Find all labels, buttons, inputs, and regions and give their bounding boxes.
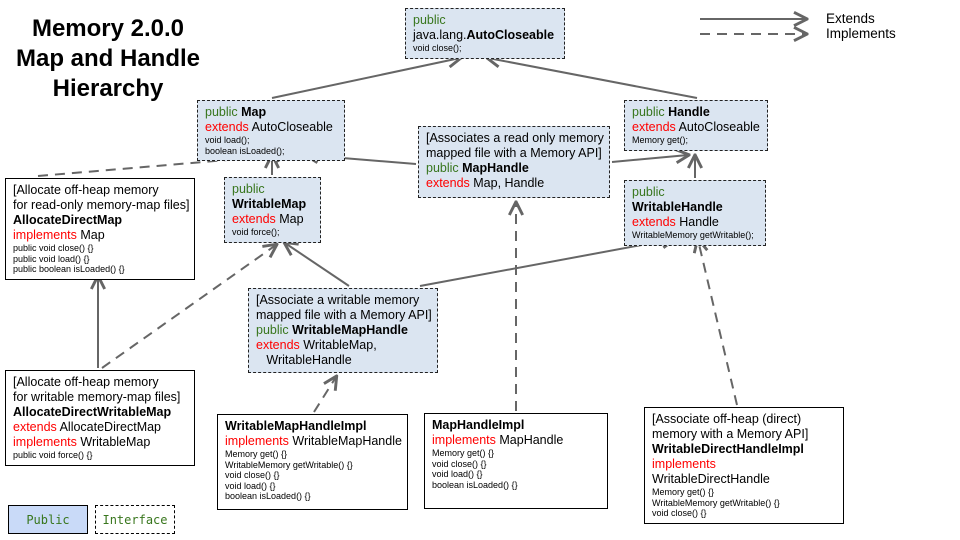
node-line: public WritableMapHandle — [256, 323, 408, 337]
arrow-writablemaphandle-extends-writablehandle — [419, 239, 674, 287]
node-line: [Associate a writable memory — [256, 293, 420, 307]
node-line: for writable memory-map files] — [13, 390, 181, 404]
arrow-map-extends-autocloseable — [271, 58, 460, 99]
node-line: extends AutoCloseable — [632, 120, 760, 134]
legend-extends-label: Extends — [826, 11, 875, 26]
node-line: boolean isLoaded() {} — [225, 491, 311, 501]
node-line: extends WritableMap, — [256, 338, 377, 352]
node-line: [Associate off-heap (direct) — [652, 412, 802, 426]
node-line: public void load() {} — [13, 253, 90, 264]
node-line: public void close() {} — [13, 243, 94, 253]
node-line: extends Map, Handle — [426, 176, 545, 190]
node-line: WritableDirectHandleImpl — [652, 442, 804, 456]
node-line: WritableHandle — [632, 200, 723, 214]
node-line: public — [232, 182, 265, 196]
legend-implements-label: Implements — [826, 26, 896, 41]
node-line: public Handle — [632, 105, 710, 119]
node-line: implements MapHandle — [432, 433, 564, 447]
node-line: memory with a Memory API] — [652, 427, 809, 441]
node-line: MapHandleImpl — [432, 418, 525, 432]
title-line-2: Map and Handle — [15, 45, 201, 72]
node-line: void close(); — [413, 43, 462, 53]
node-line: void close() {} — [225, 470, 280, 480]
node-line: Memory get() {} — [432, 448, 495, 458]
node-line: extends Handle — [632, 215, 719, 229]
node-line: extends AutoCloseable — [205, 120, 333, 134]
node-line: Memory get() {} — [652, 487, 715, 497]
node-line: Memory get() {} — [225, 449, 288, 459]
legend-public-label: Public — [26, 512, 70, 527]
node-line: AllocateDirectMap — [13, 213, 123, 227]
node-line: public void force() {} — [13, 450, 93, 460]
node-line: public boolean isLoaded() {} — [13, 264, 125, 274]
node-line: [Allocate off-heap memory — [13, 375, 159, 389]
node-line: implements — [652, 457, 716, 471]
node-line: public MapHandle — [426, 161, 529, 175]
node-line: for read-only memory-map files] — [13, 198, 190, 212]
arrow-maphandle-extends-handle — [611, 155, 688, 162]
arrow-wmhi-implements-writablemaphandle — [313, 377, 336, 413]
arrow-handle-extends-autocloseable — [488, 58, 698, 99]
node-line: WritableMap — [232, 197, 307, 211]
legend-interface-box: Interface — [95, 505, 175, 534]
node-line: void close() {} — [652, 508, 707, 518]
node-line: public Map — [205, 105, 267, 119]
node-line: public — [413, 13, 446, 27]
node-line: WritableDirectHandle — [652, 472, 770, 486]
node-line: void load() {} — [432, 469, 483, 479]
node-line: java.lang.AutoCloseable — [413, 28, 555, 42]
node-line: public — [632, 185, 665, 199]
title-line-1: Memory 2.0.0 — [31, 15, 185, 42]
node-line: AllocateDirectWritableMap — [13, 405, 172, 419]
node-line: void force(); — [232, 227, 280, 237]
node-line: WritableMemory getWritable() {} — [225, 459, 353, 470]
title-line-3: Hierarchy — [52, 75, 164, 102]
node-line: void load(); — [205, 135, 250, 145]
node-line: void load() {} — [225, 480, 276, 491]
node-line: Memory get(); — [632, 135, 689, 145]
node-line: extends Map — [232, 212, 304, 226]
page-title: Memory 2.0.0 Map and Handle Hierarchy — [8, 14, 208, 104]
node-line: implements WritableMapHandle — [225, 434, 402, 448]
legend-public-box: Public — [8, 505, 88, 534]
node-line: implements WritableMap — [13, 435, 151, 449]
node-line: [Associates a read only memory — [426, 131, 604, 145]
node-writabledirecthandleimpl: [Associate off-heap (direct)memory with … — [644, 407, 844, 524]
node-line: mapped file with a Memory API] — [256, 308, 432, 322]
node-line: WritableMemory getWritable() {} — [652, 497, 780, 508]
node-line: void close() {} — [432, 458, 487, 469]
arrow-writablemaphandle-extends-writablemap — [285, 243, 350, 287]
node-line: WritableHandle — [256, 353, 352, 367]
node-line: WritableMapHandleImpl — [225, 419, 367, 433]
node-line: WritableMemory getWritable(); — [632, 230, 754, 240]
legend-interface-label: Interface — [102, 512, 168, 527]
arrow-wdhi-implements-writablehandle — [698, 240, 738, 406]
node-line: [Allocate off-heap memory — [13, 183, 159, 197]
node-line: boolean isLoaded() {} — [432, 479, 518, 490]
node-line: implements Map — [13, 228, 105, 242]
node-line: mapped file with a Memory API] — [426, 146, 602, 160]
node-line: boolean isLoaded(); — [205, 145, 285, 156]
node-line: extends AllocateDirectMap — [13, 420, 162, 434]
